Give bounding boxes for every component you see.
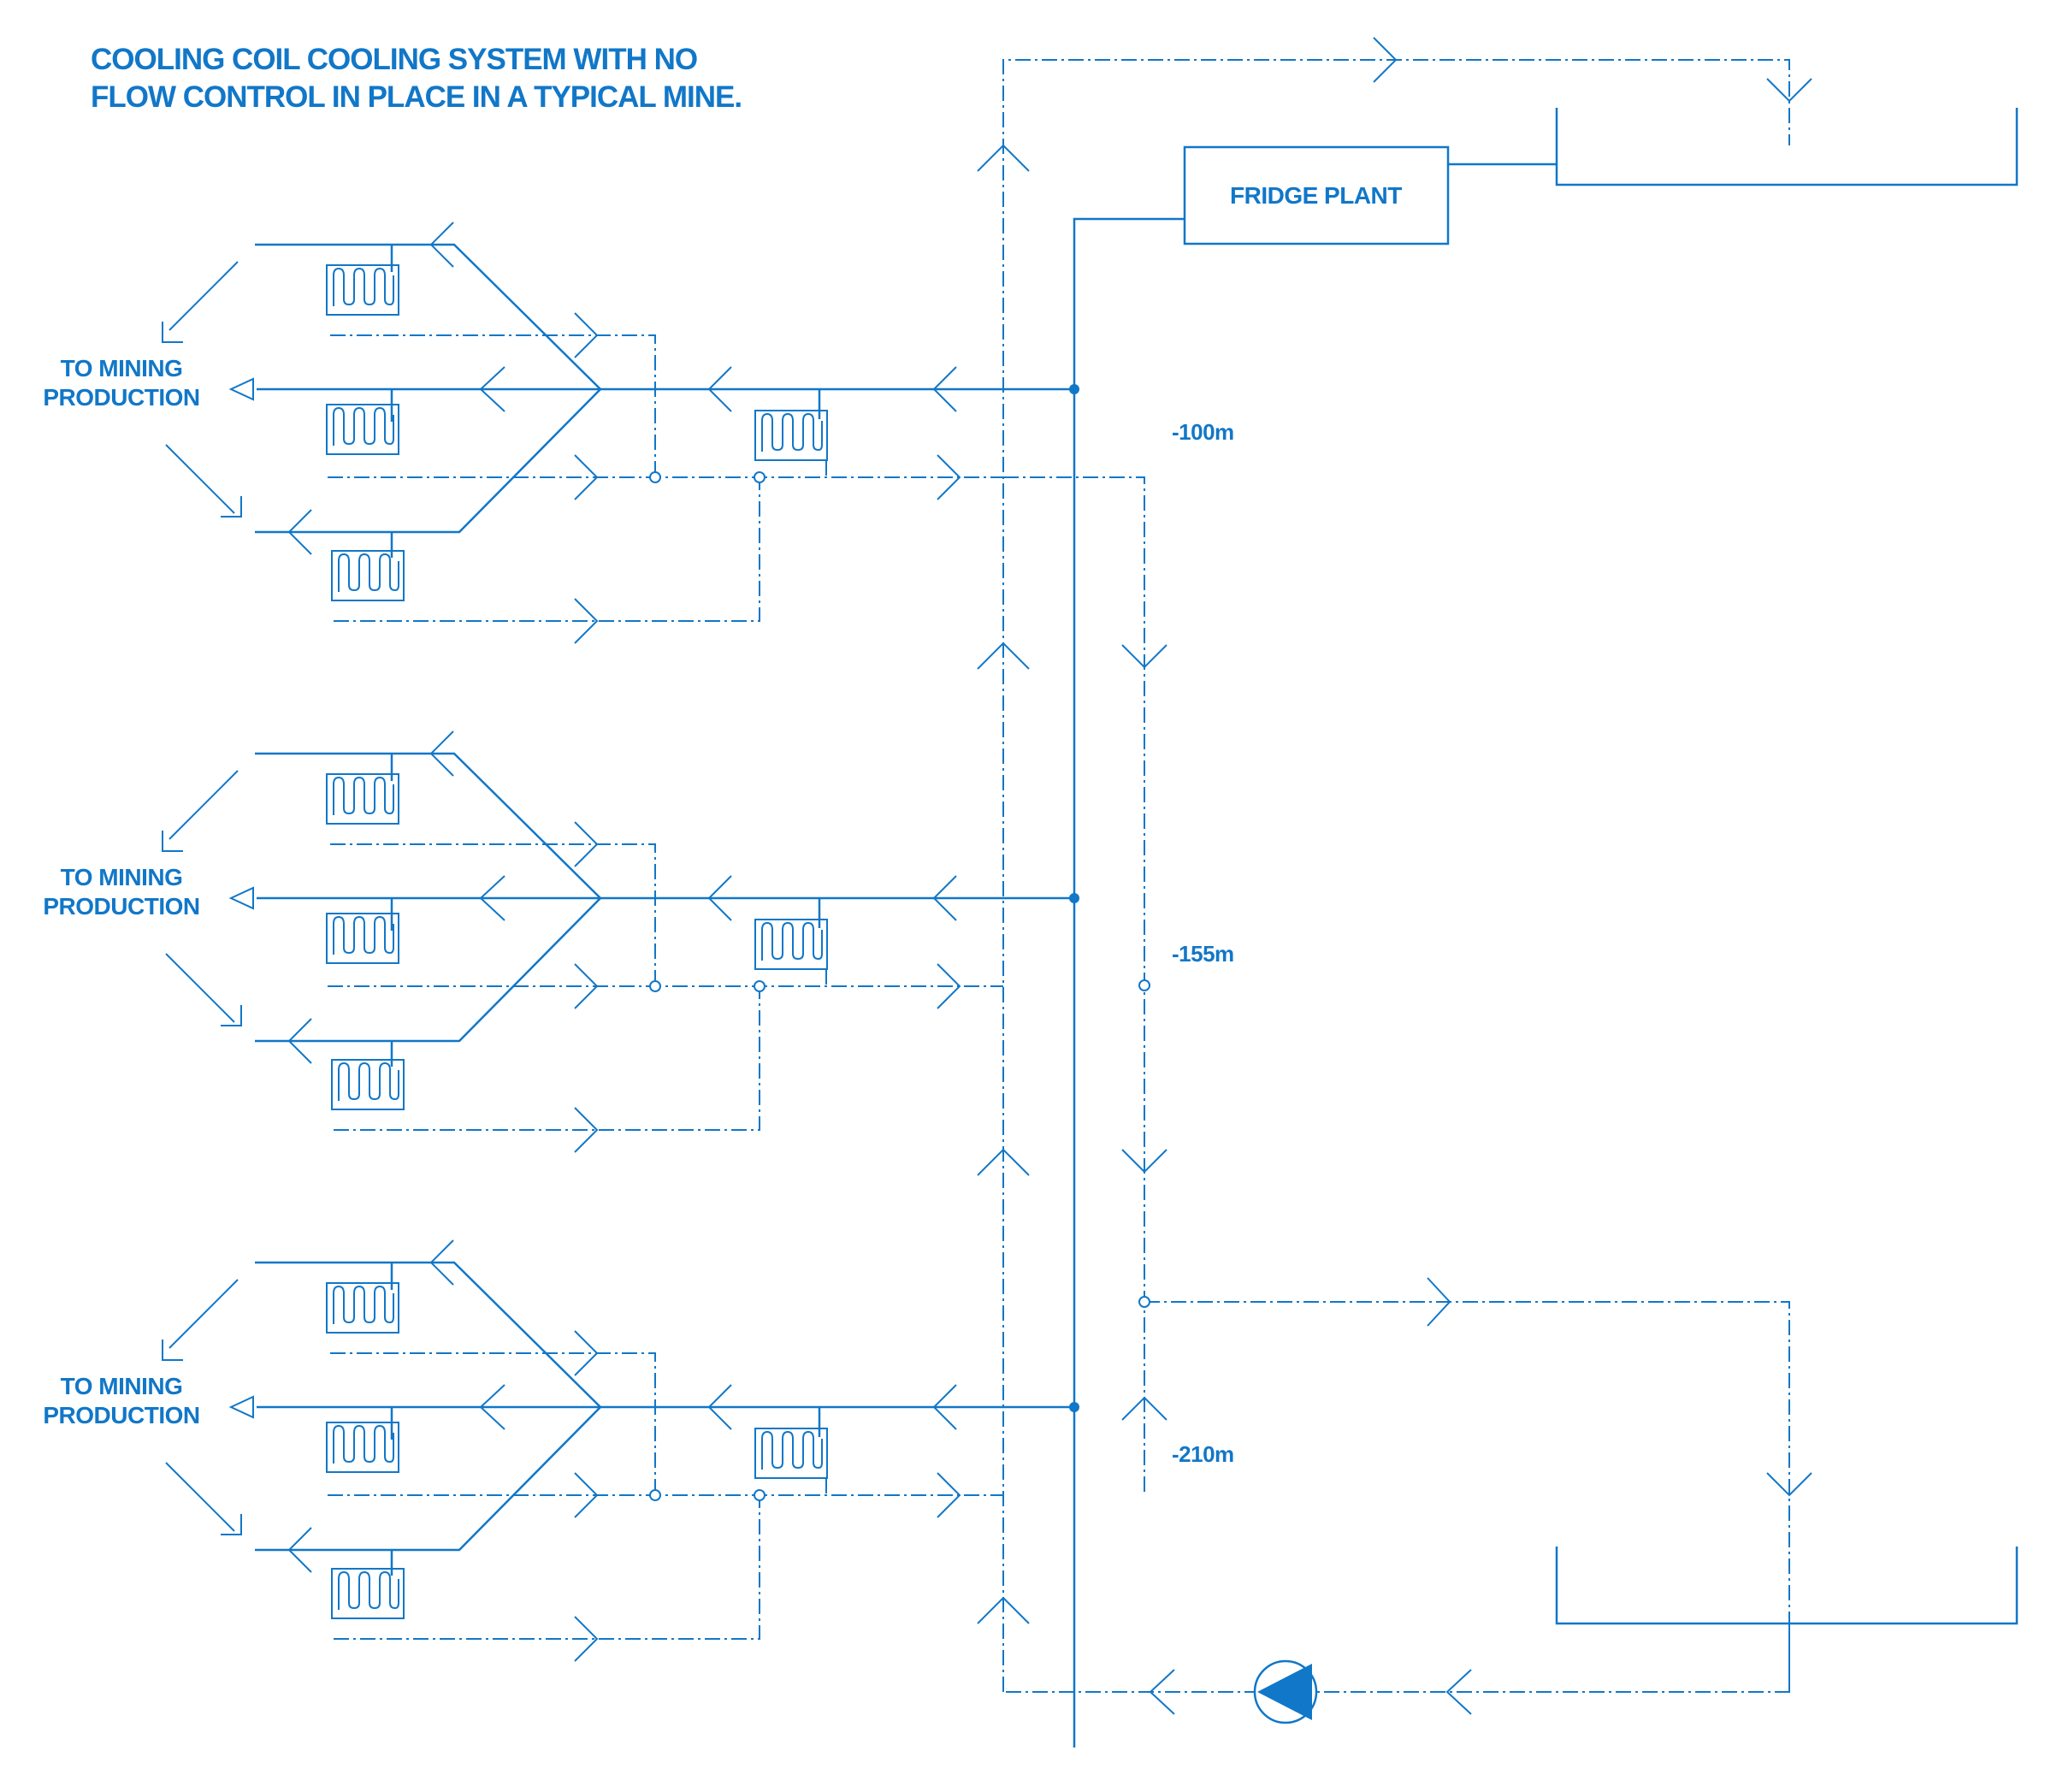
coil-drop-pipe — [390, 754, 821, 1067]
flow-arrow — [574, 1472, 599, 1518]
cooling-coil-icon — [754, 1428, 828, 1479]
flow-arrow — [937, 454, 961, 500]
flow-arrow — [707, 366, 732, 412]
return-junction-node — [1138, 1296, 1150, 1308]
depth-label: -210m — [1172, 1441, 1234, 1467]
flow-arrow — [574, 821, 599, 867]
junction-node — [754, 1489, 765, 1501]
level-100m: TO MINING PRODUCTION -100m — [43, 222, 1234, 644]
flow-arrow — [937, 963, 961, 1009]
delivery-arrow — [165, 1462, 242, 1535]
flow-arrow — [932, 1384, 957, 1430]
flow-arrow — [574, 454, 599, 500]
junction-node — [649, 980, 661, 992]
delivery-arrow — [162, 770, 239, 852]
cooling-coil-icon — [331, 1059, 405, 1110]
cooling-coil-icon — [326, 773, 399, 825]
coil-drop-pipe — [390, 245, 821, 558]
level-155m: TO MINING PRODUCTION -155m — [43, 730, 1234, 1153]
diagram-title-line2: FLOW CONTROL IN PLACE IN A TYPICAL MINE. — [91, 80, 742, 114]
return-branch-pipe — [328, 1352, 1003, 1640]
pump-icon — [1253, 1659, 1318, 1724]
top-return-loop — [977, 37, 1812, 1692]
fridge-plant-label: FRIDGE PLANT — [1230, 182, 1402, 209]
flow-arrow — [707, 1384, 732, 1430]
cooling-coil-icon — [326, 264, 399, 316]
junction-node — [754, 980, 765, 992]
supply-riser-pipe — [1073, 217, 1185, 1748]
cooling-coil-icon — [754, 410, 828, 461]
lower-dam — [1555, 1547, 2019, 1625]
flow-arrow — [707, 875, 732, 921]
flow-arrow — [479, 366, 505, 412]
destination-label-line2: PRODUCTION — [43, 893, 199, 920]
junction-node — [649, 471, 661, 483]
flow-arrow — [574, 1616, 599, 1662]
supply-junction-node — [1069, 384, 1079, 394]
delivery-arrow — [228, 377, 254, 401]
destination-label-line2: PRODUCTION — [43, 384, 199, 411]
cooling-coil-icon — [331, 550, 405, 601]
return-branch-pipe — [328, 334, 1003, 622]
flow-arrow — [574, 963, 599, 1009]
delivery-arrow — [165, 953, 242, 1026]
flow-arrow — [429, 222, 454, 268]
flow-arrow — [429, 730, 454, 777]
flow-arrow — [932, 366, 957, 412]
return-downcomer — [1003, 476, 1812, 1715]
cooling-coil-icon — [326, 1422, 399, 1473]
flow-arrow — [287, 1527, 312, 1573]
junction-node — [754, 471, 765, 483]
delivery-arrow — [228, 886, 254, 910]
cooling-coil-icon — [326, 1282, 399, 1334]
cooling-coil-icon — [754, 919, 828, 970]
destination-label-line1: TO MINING — [61, 1373, 183, 1399]
destination-label-line2: PRODUCTION — [43, 1402, 199, 1428]
supply-junction-node — [1069, 893, 1079, 903]
destination-label-line1: TO MINING — [61, 355, 183, 381]
flow-arrow — [574, 1107, 599, 1153]
flow-arrow — [574, 598, 599, 644]
coil-drop-pipe — [390, 1263, 821, 1576]
flow-arrow — [429, 1239, 454, 1286]
flow-arrow — [574, 312, 599, 358]
flow-arrow — [937, 1472, 961, 1518]
supply-junction-node — [1069, 1402, 1079, 1412]
flow-arrow — [574, 1330, 599, 1376]
delivery-arrow — [228, 1395, 254, 1419]
return-branch-pipe — [328, 843, 1003, 1131]
destination-label-line1: TO MINING — [61, 864, 183, 890]
fridge-plant-box — [1183, 145, 1450, 245]
upper-dam — [1448, 108, 2019, 186]
junction-node — [649, 1489, 661, 1501]
flow-arrow — [287, 1018, 312, 1064]
cooling-coil-icon — [331, 1568, 405, 1619]
delivery-arrow — [162, 261, 239, 343]
diagram-title-line1: COOLING COIL COOLING SYSTEM WITH NO — [91, 43, 697, 76]
flow-arrow — [479, 875, 505, 921]
delivery-arrow — [165, 444, 242, 517]
flow-arrow — [287, 509, 312, 555]
cooling-coil-icon — [326, 913, 399, 964]
flow-arrow — [479, 1384, 505, 1430]
level-210m: TO MINING PRODUCTION -210m — [43, 1239, 1234, 1662]
cooling-coil-icon — [326, 404, 399, 455]
depth-label: -100m — [1172, 419, 1234, 445]
flow-arrow — [932, 875, 957, 921]
delivery-arrow — [162, 1279, 239, 1361]
depth-label: -155m — [1172, 941, 1234, 967]
return-junction-node — [1138, 979, 1150, 991]
